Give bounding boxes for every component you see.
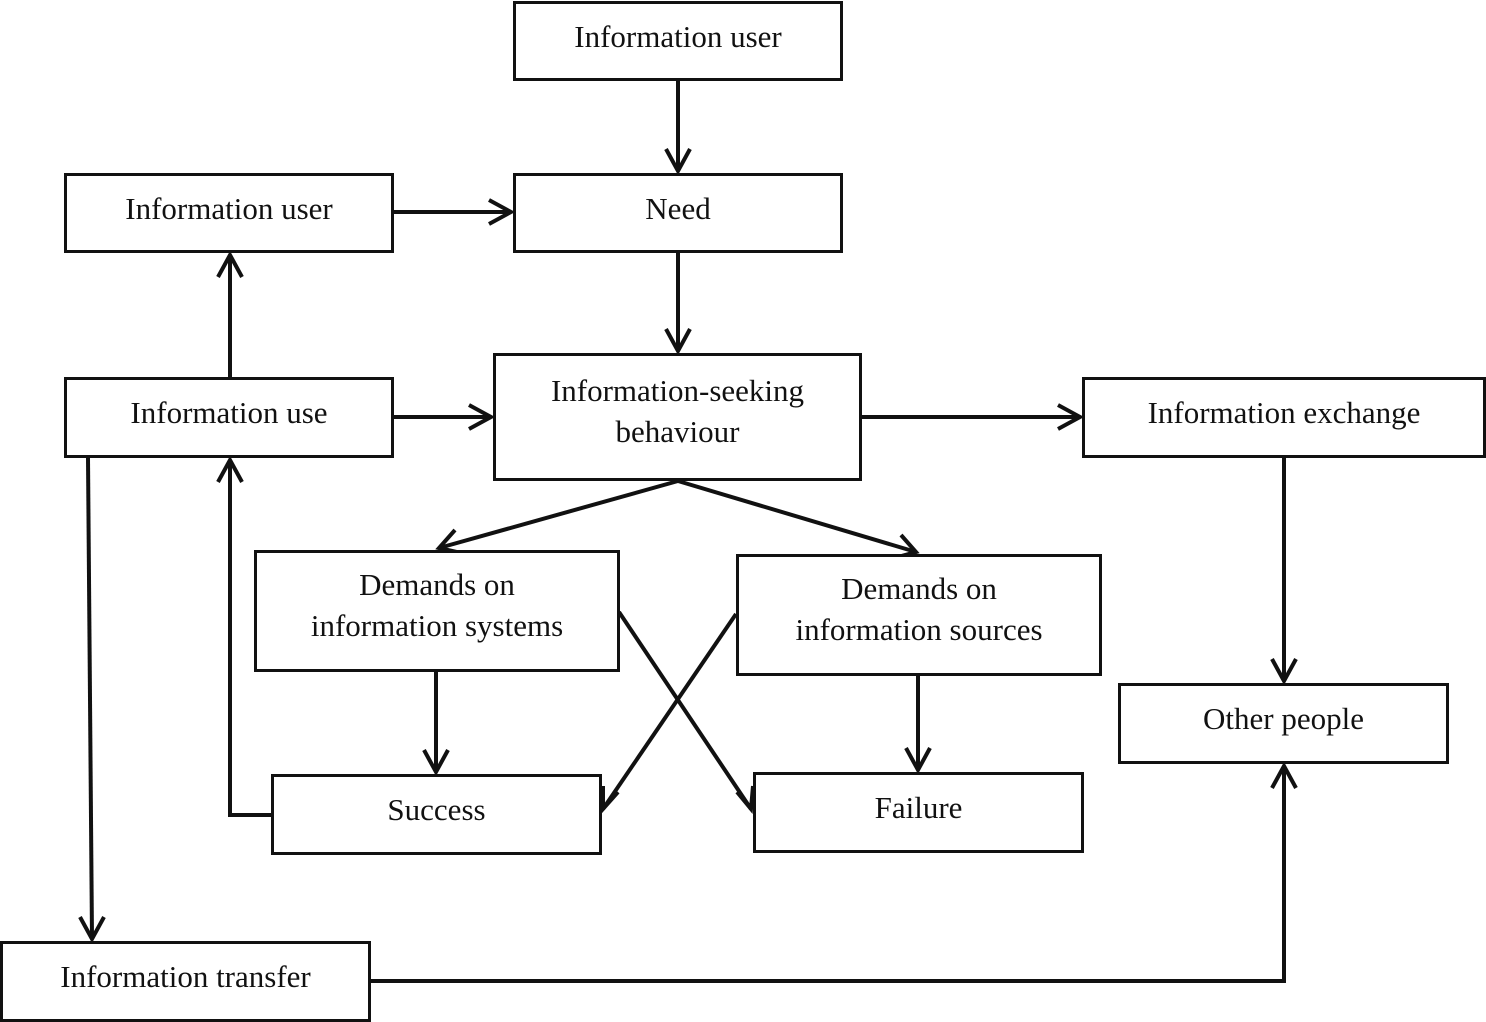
arrowhead — [601, 786, 620, 815]
arrowhead — [664, 148, 692, 176]
edge-seeking-to-demands-sources — [677, 479, 917, 554]
node-label-line-2: behaviour — [615, 414, 740, 449]
node-label: Failure — [874, 790, 963, 825]
arrowhead — [1270, 658, 1298, 686]
node-label: Information user — [125, 190, 333, 226]
node-information-seeking-behaviour: Information-seeking behaviour — [493, 353, 862, 481]
arrowhead — [664, 328, 692, 356]
node-label: Information user — [574, 18, 782, 54]
node-information-transfer: Information transfer — [0, 941, 371, 1022]
node-demands-on-information-sources: Demands on information sources — [736, 554, 1102, 676]
edge-success-to-use — [228, 460, 271, 817]
arrowhead — [904, 747, 932, 775]
node-label-line-1: Demands on — [359, 567, 515, 602]
edge-demands-sources-to-success — [601, 612, 738, 811]
arrowhead — [78, 916, 106, 944]
node-label: Information use — [130, 395, 328, 430]
node-failure: Failure — [753, 772, 1084, 853]
edge-seeking-to-demands-systems — [438, 479, 679, 550]
arrowhead — [1057, 403, 1085, 431]
node-label: Information transfer — [60, 959, 311, 994]
node-label: Need — [645, 190, 711, 226]
node-need: Need — [513, 173, 843, 253]
node-label: Success — [387, 792, 486, 827]
arrowhead — [488, 198, 516, 226]
arrowhead — [735, 785, 755, 815]
edge-demands-systems-to-failure — [617, 610, 753, 811]
arrowhead — [422, 749, 450, 777]
node-information-user-top: Information user — [513, 1, 843, 81]
arrowhead — [216, 455, 244, 483]
node-information-use: Information use — [64, 377, 394, 458]
node-label: Other people — [1203, 701, 1364, 736]
arrowhead — [1270, 761, 1298, 789]
arrowhead — [468, 403, 496, 431]
node-demands-on-information-systems: Demands on information systems — [254, 550, 620, 672]
node-label-line-2: information systems — [310, 608, 564, 643]
node-label-line-1: Information-seeking — [550, 373, 805, 408]
node-success: Success — [271, 774, 602, 855]
node-label-line-2: information sources — [795, 612, 1043, 647]
node-other-people: Other people — [1118, 683, 1449, 764]
node-information-user-left: Information user — [64, 173, 394, 253]
node-label: Information exchange — [1147, 395, 1421, 430]
node-information-exchange: Information exchange — [1082, 377, 1486, 458]
edge-transfer-to-other-people — [371, 766, 1286, 983]
node-label-line-1: Demands on — [841, 571, 997, 606]
edge-use-to-transfer — [86, 457, 94, 940]
arrowhead — [216, 250, 244, 278]
